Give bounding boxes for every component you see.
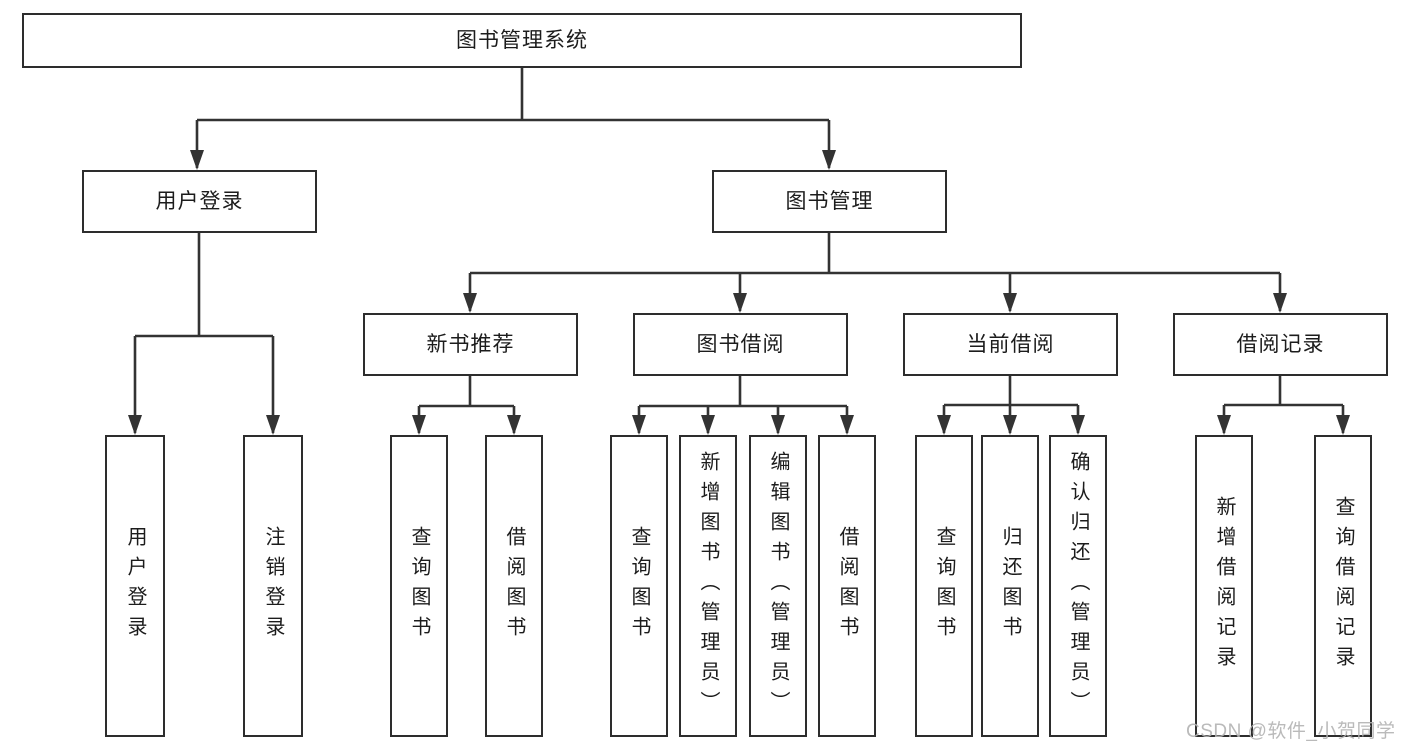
leaf-add-borrow-record: 新增借阅记录 [1195, 435, 1253, 737]
leaf-borrow-books-recommend: 借阅图书 [485, 435, 543, 737]
leaf-query-books-current: 查询图书 [915, 435, 973, 737]
node-borrow-records: 借阅记录 [1173, 313, 1388, 376]
arrowhead-icons [128, 150, 1350, 435]
leaf-logout-login: 注销登录 [243, 435, 303, 737]
leaf-borrow-books: 借阅图书 [818, 435, 876, 737]
csdn-watermark: CSDN @软件_小贺同学 [1186, 721, 1396, 742]
leaf-confirm-return-admin: 确认归还（管理员） [1049, 435, 1107, 737]
connector-paths [133, 68, 1345, 433]
leaf-edit-book-admin: 编辑图书（管理员） [749, 435, 807, 737]
node-book-management: 图书管理 [712, 170, 947, 233]
node-user-login: 用户登录 [82, 170, 317, 233]
leaf-add-book-admin: 新增图书（管理员） [679, 435, 737, 737]
leaf-return-book: 归还图书 [981, 435, 1039, 737]
leaf-user-login: 用户登录 [105, 435, 165, 737]
leaf-query-borrow-record: 查询借阅记录 [1314, 435, 1372, 737]
node-current-borrow: 当前借阅 [903, 313, 1118, 376]
node-new-book-recommend: 新书推荐 [363, 313, 578, 376]
leaf-query-books-borrow: 查询图书 [610, 435, 668, 737]
node-root-system: 图书管理系统 [22, 13, 1022, 68]
leaf-query-books-recommend: 查询图书 [390, 435, 448, 737]
node-book-borrow: 图书借阅 [633, 313, 848, 376]
